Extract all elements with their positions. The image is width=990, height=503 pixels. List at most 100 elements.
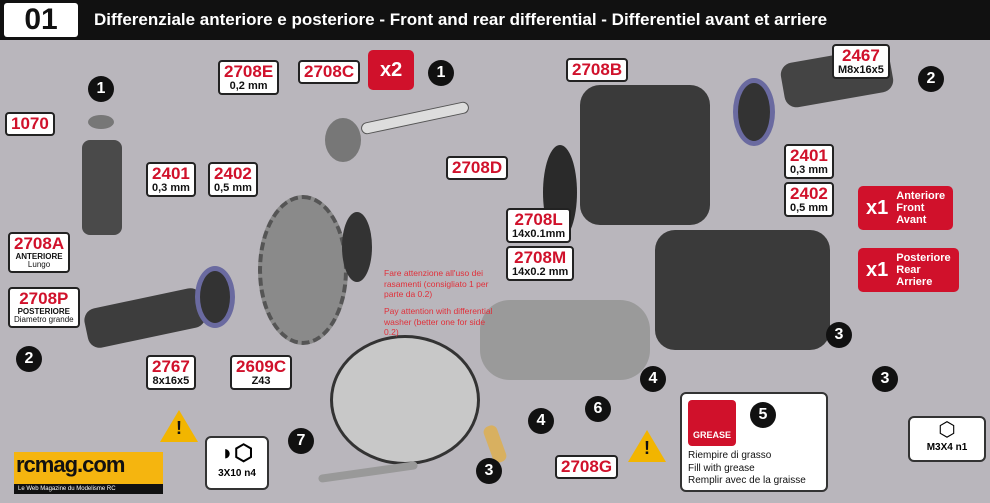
bearing-2767 <box>195 266 235 328</box>
hex-socket-icon: ⬡ <box>938 419 956 441</box>
part-sub: 14x0.1mm <box>512 227 566 240</box>
diff-gear-case <box>330 335 480 465</box>
diff-assembled <box>655 230 830 350</box>
step-circle: 5 <box>750 402 776 428</box>
part-sub: Z43 <box>251 374 271 387</box>
part-code: 2708P <box>19 289 69 308</box>
step-circle: 6 <box>585 396 611 422</box>
note-italian: Fare attenzione all'uso dei rasamenti (c… <box>384 268 489 300</box>
part-code: 2467 <box>842 46 880 65</box>
grease-text: Remplir avec de la graisse <box>688 475 806 486</box>
label-2708b: 2708B <box>566 58 629 82</box>
page-title: Differenziale anteriore e posteriore - F… <box>94 10 828 29</box>
part-sub: 14x0.2 mm <box>512 265 569 278</box>
part-code: 2708A <box>14 234 65 253</box>
part-code: 2708E <box>224 62 274 81</box>
part-code: 2708M <box>514 248 567 267</box>
part-code: 2708D <box>452 158 503 177</box>
part-code: 2609C <box>236 357 287 376</box>
step-circle: 3 <box>826 322 852 348</box>
step-circle: 1 <box>428 60 454 86</box>
part-sub: 0,2 mm <box>229 79 268 92</box>
step-circle: 7 <box>288 428 314 454</box>
part-sub: 8x16x5 <box>152 374 190 387</box>
part-sub: 0,3 mm <box>152 181 190 194</box>
part-sub: M8x16x5 <box>838 63 884 76</box>
part-sub: 0,3 mm <box>790 163 828 176</box>
part-sub: 0,5 mm <box>790 201 828 214</box>
screw <box>317 461 419 483</box>
part-code: 2767 <box>152 357 190 376</box>
part-code: 2708B <box>572 60 623 79</box>
part-code: 2708G <box>561 457 613 476</box>
part-sub: 0,5 mm <box>214 181 252 194</box>
label-2708g: 2708G <box>555 455 619 479</box>
qty-line: Anteriore <box>896 190 946 202</box>
part-code: 2401 <box>152 164 190 183</box>
part-note: Diametro grande <box>14 315 74 325</box>
warning-icon: ! <box>628 430 666 462</box>
quantity: x2 <box>380 58 403 81</box>
label-1070: 1070 <box>5 112 55 136</box>
grease-box: GREASE Riempire di grasso Fill with grea… <box>680 392 828 492</box>
screw-m3x4-box: ⬡ M3X4 n1 <box>908 416 986 462</box>
quantity: x1 <box>866 258 889 281</box>
step-circle: 2 <box>918 66 944 92</box>
washer-large <box>342 212 372 282</box>
qty-line: Avant <box>896 214 927 227</box>
header-bar: 01 Differenziale anteriore e posteriore … <box>0 0 990 40</box>
part-code: 2401 <box>790 146 828 165</box>
logo-text: rcmag.com <box>16 452 125 477</box>
grease-text: Riempire di grasso <box>688 450 772 461</box>
step-circle: 1 <box>88 76 114 102</box>
cup-2708a <box>82 140 122 235</box>
washer-1070 <box>88 115 114 129</box>
qty-line: Front <box>896 202 925 215</box>
step-circle: 4 <box>528 408 554 434</box>
label-2708c: 2708C <box>298 60 361 84</box>
bearing-2467 <box>733 78 775 146</box>
part-code: 2402 <box>790 184 828 203</box>
screw-spec: M3X4 n1 <box>926 442 968 453</box>
step-circle: 3 <box>872 366 898 392</box>
part-code: 2402 <box>214 164 252 183</box>
warning-icon: ! <box>160 410 198 442</box>
part-sub: ANTERIORE <box>15 251 63 261</box>
step-number: 01 <box>4 3 78 37</box>
outdrive-2708p <box>82 285 208 351</box>
qty-line: Arriere <box>896 276 933 289</box>
part-sub: POSTERIORE <box>17 306 71 316</box>
button-head-hex-icon: ◗⬡ <box>220 440 254 465</box>
grease-badge: GREASE <box>688 400 736 446</box>
spur-gear-2609c <box>258 195 348 345</box>
diff-case-2708b <box>580 85 710 225</box>
part-code: 2708L <box>514 210 563 229</box>
step-circle: 2 <box>16 346 42 372</box>
quantity: x1 <box>866 196 889 219</box>
part-note: Lungo <box>27 260 51 270</box>
label-2708d: 2708D <box>446 156 509 180</box>
quantity-x2-tag: x2 <box>368 50 415 90</box>
step-circle: 4 <box>640 366 666 392</box>
screw-3x10-box: ◗⬡ 3X10 n4 <box>205 436 269 490</box>
shaft-2708d <box>359 100 471 136</box>
rcmag-logo: rcmag.com Le Web Magazine du Modelisme R… <box>14 452 163 494</box>
part-code: 1070 <box>11 114 49 133</box>
grease-text: Fill with grease <box>688 462 755 474</box>
qty-line: Rear <box>896 264 921 277</box>
part-code: 2708C <box>304 62 355 81</box>
